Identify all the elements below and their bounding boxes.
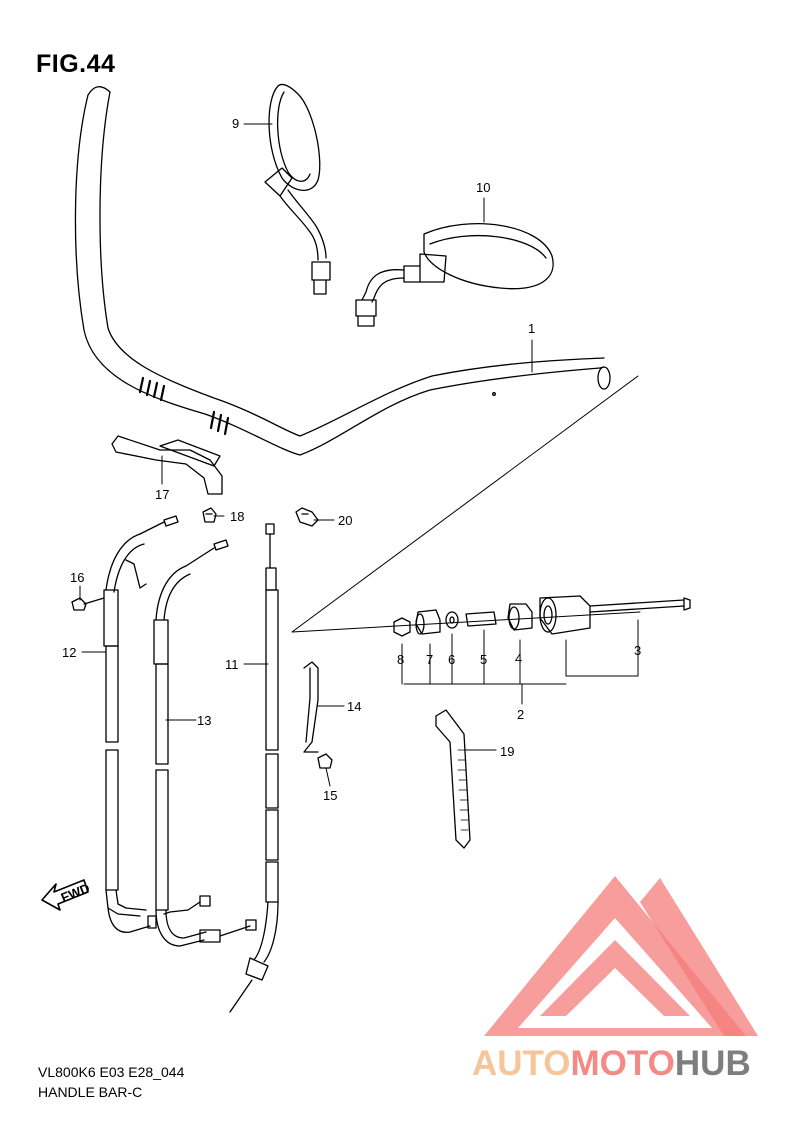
handlebar: [74, 86, 611, 456]
screw-15: [317, 753, 333, 769]
watermark-logo: [484, 876, 758, 1036]
watermark-part-b: MOTO: [570, 1044, 675, 1083]
wire-guide-bracket: [111, 435, 223, 495]
callout-20: 20: [338, 513, 352, 528]
screw-18: [202, 507, 217, 523]
grip-group-outline: [291, 375, 641, 633]
callout-14: 14: [347, 699, 361, 714]
callout-1: 1: [528, 321, 535, 336]
callout-15: 15: [323, 788, 337, 803]
bolt-16: [71, 597, 105, 611]
leader-lines: [79, 123, 639, 787]
footer-code: VL800K6 E03 E28_044: [38, 1064, 185, 1080]
callout-8: 8: [397, 652, 404, 667]
callout-3: 3: [634, 643, 641, 658]
callout-labels: 1 2 3 4 5 6 7 8 9 10 11 12 13 14 15 16 1…: [62, 116, 641, 803]
callout-19: 19: [500, 744, 514, 759]
callout-7: 7: [426, 652, 433, 667]
watermark-part-a: AUTO: [472, 1044, 571, 1083]
fwd-label: FWD: [59, 880, 92, 905]
cable-12: [103, 515, 179, 933]
figure-title: FIG.44: [36, 50, 116, 78]
grip-parts: [393, 595, 691, 637]
callout-6: 6: [448, 652, 455, 667]
cable-tie-19: [435, 709, 471, 849]
cable-11: [229, 523, 279, 1013]
callout-2: 2: [517, 707, 524, 722]
callout-5: 5: [480, 652, 487, 667]
callout-12: 12: [62, 645, 76, 660]
watermark-text: AUTOMOTOHUB: [472, 1044, 751, 1084]
mirror-left: [264, 83, 331, 295]
callout-16: 16: [70, 570, 84, 585]
callout-10: 10: [476, 180, 490, 195]
watermark-part-c: HUB: [674, 1044, 751, 1083]
callout-13: 13: [197, 713, 211, 728]
fwd-arrow-icon: FWD: [41, 879, 92, 911]
callout-9: 9: [232, 116, 239, 131]
cable-13: [153, 539, 257, 947]
clamp-14: [303, 661, 319, 753]
callout-4: 4: [515, 651, 522, 666]
callout-18: 18: [230, 509, 244, 524]
mirror-right: [355, 223, 554, 327]
callout-17: 17: [155, 487, 169, 502]
callout-11: 11: [225, 657, 239, 672]
clamp-20: [295, 507, 319, 527]
footer-name: HANDLE BAR-C: [38, 1084, 143, 1100]
